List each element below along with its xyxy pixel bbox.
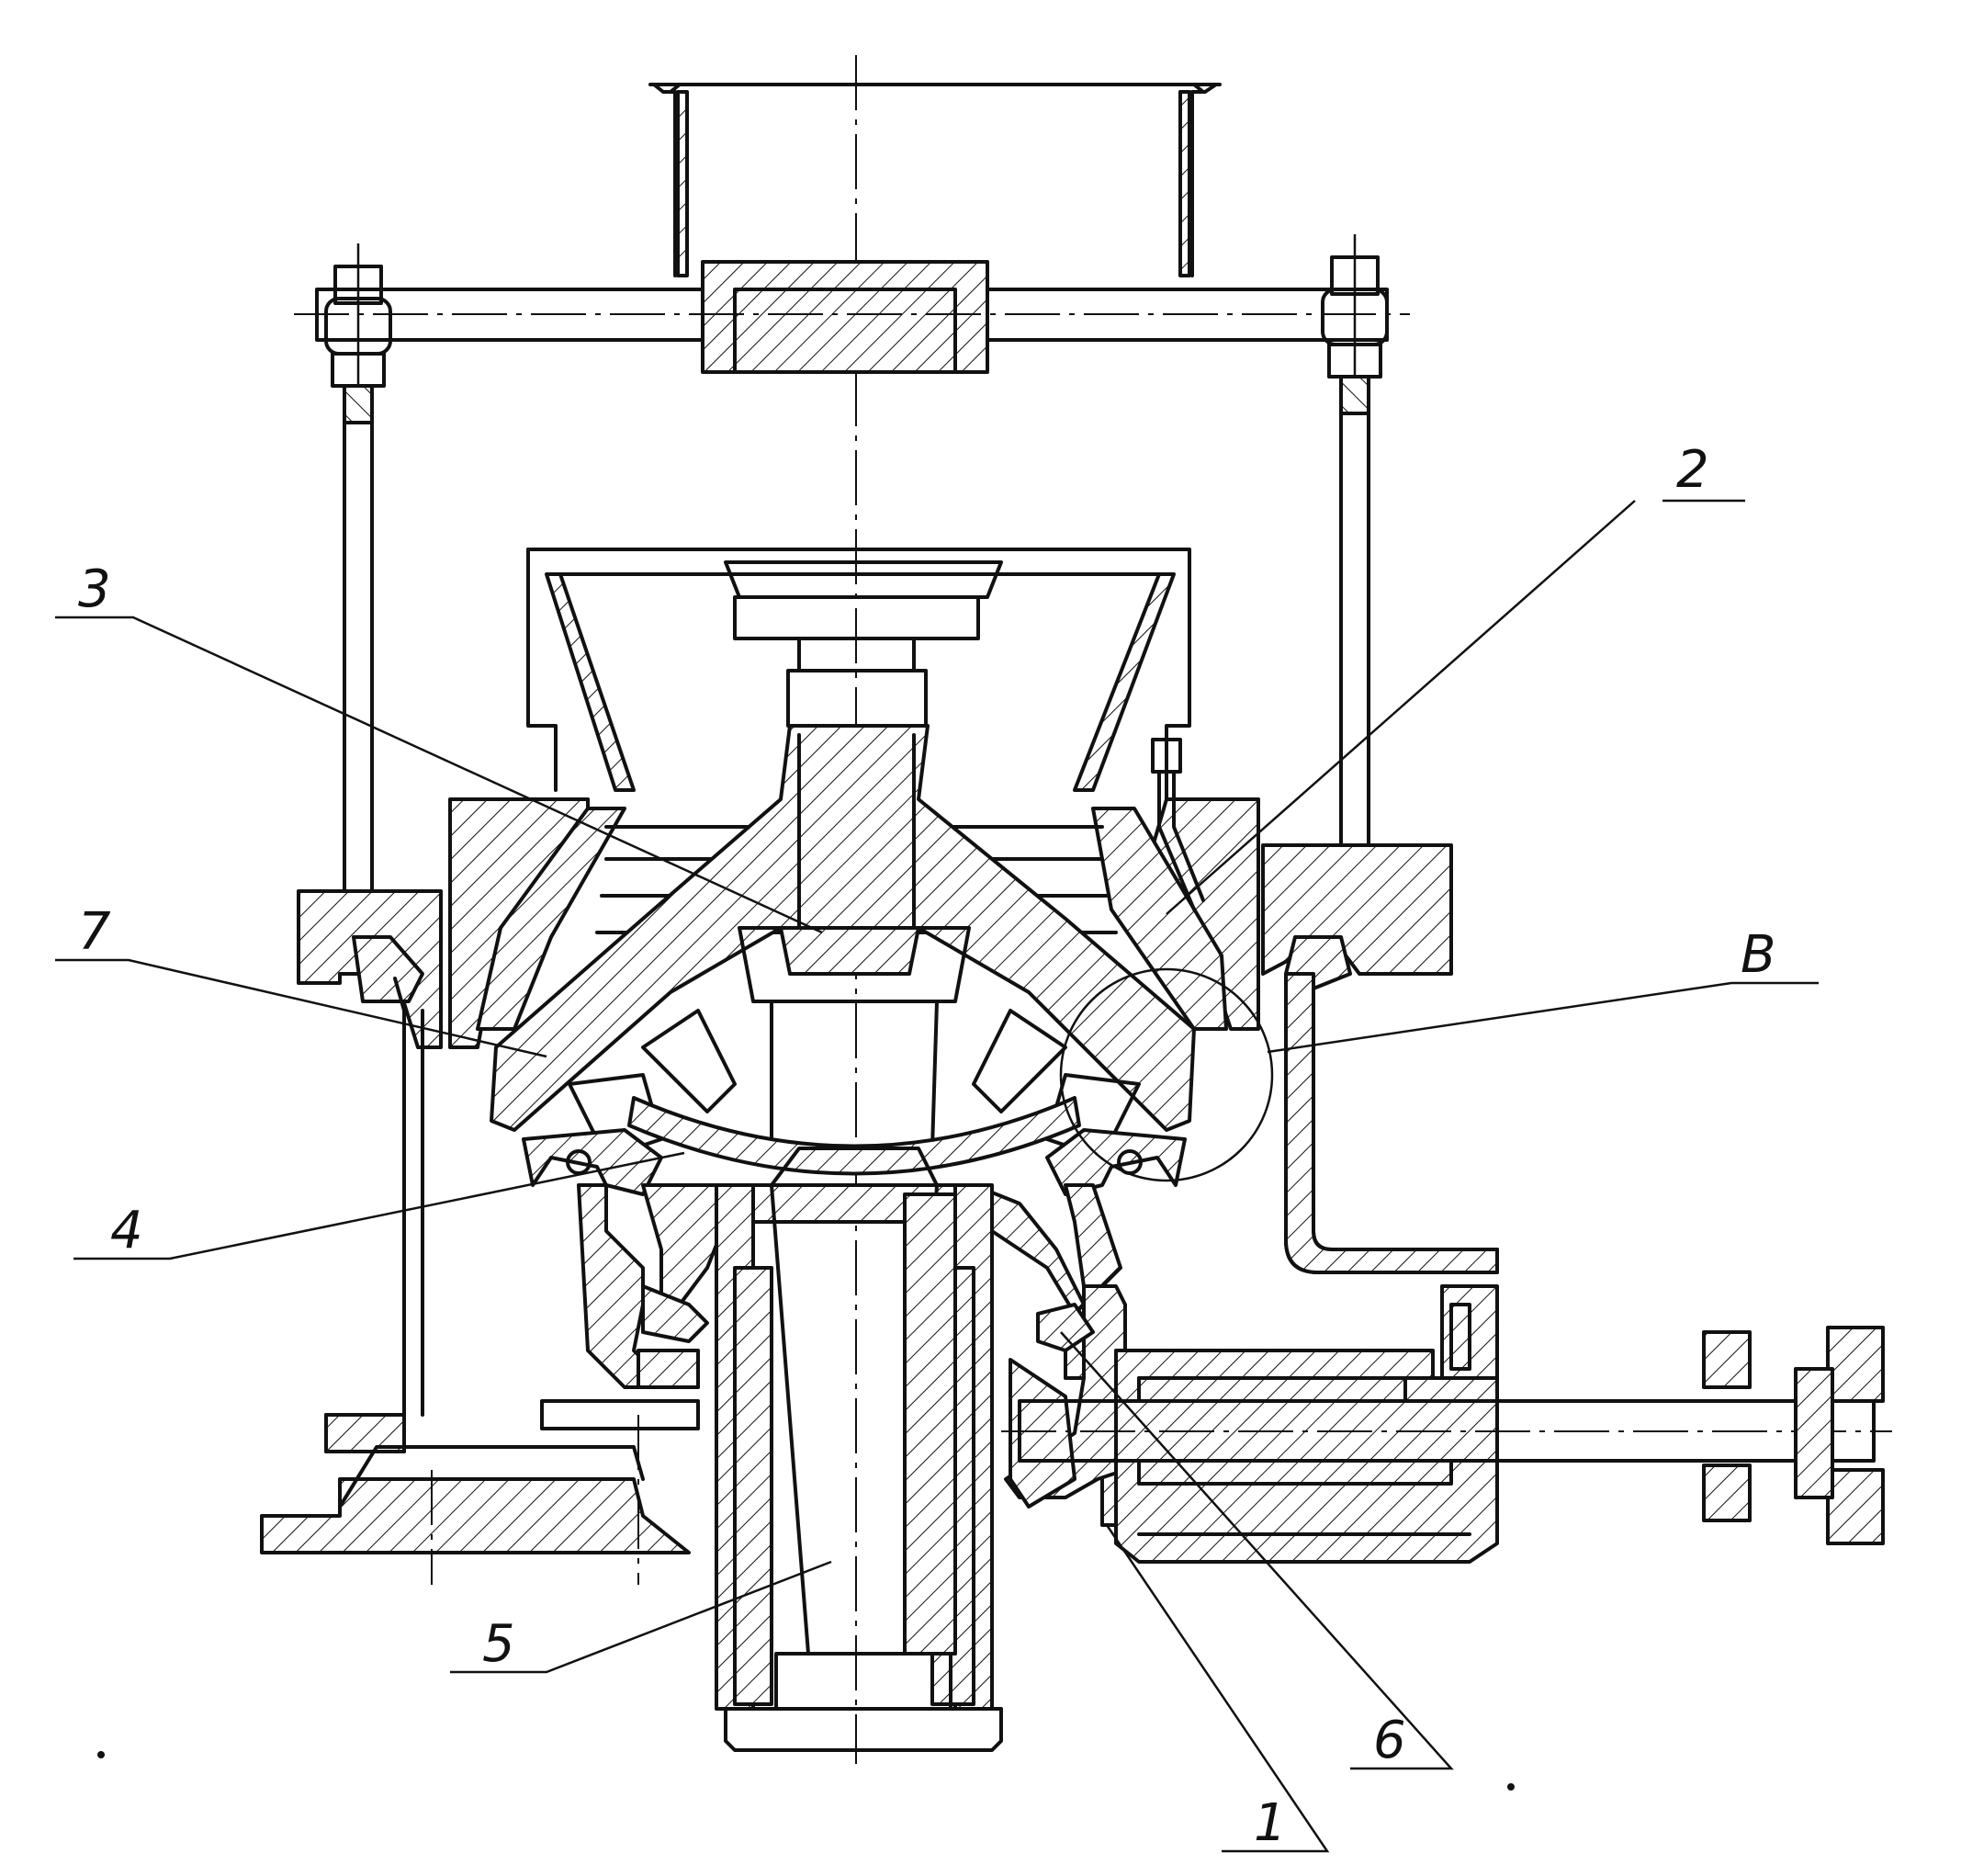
callout-label-7: 7 [78, 902, 111, 962]
support-crossbar [294, 262, 1410, 372]
callout-label-b: B [1741, 925, 1775, 985]
callout-label-6: 6 [1373, 1711, 1406, 1770]
scan-speck [97, 1751, 105, 1758]
callout-label-1: 1 [1254, 1793, 1287, 1853]
countershaft-housing [1116, 1286, 1497, 1562]
spherical-bearing [524, 1098, 1185, 1194]
main-shaft [716, 1148, 1001, 1750]
scan-speck [1507, 1783, 1515, 1791]
callout-label-3: 3 [78, 559, 111, 619]
bevel-gears [643, 1286, 1093, 1507]
callout-label-2: 2 [1676, 440, 1709, 500]
right-tie-rod [1323, 234, 1387, 854]
discharge-chute [1286, 974, 1497, 1272]
feed-hopper [650, 85, 1220, 276]
callout-label-5: 5 [482, 1614, 515, 1674]
callout-label-4: 4 [110, 1201, 143, 1260]
